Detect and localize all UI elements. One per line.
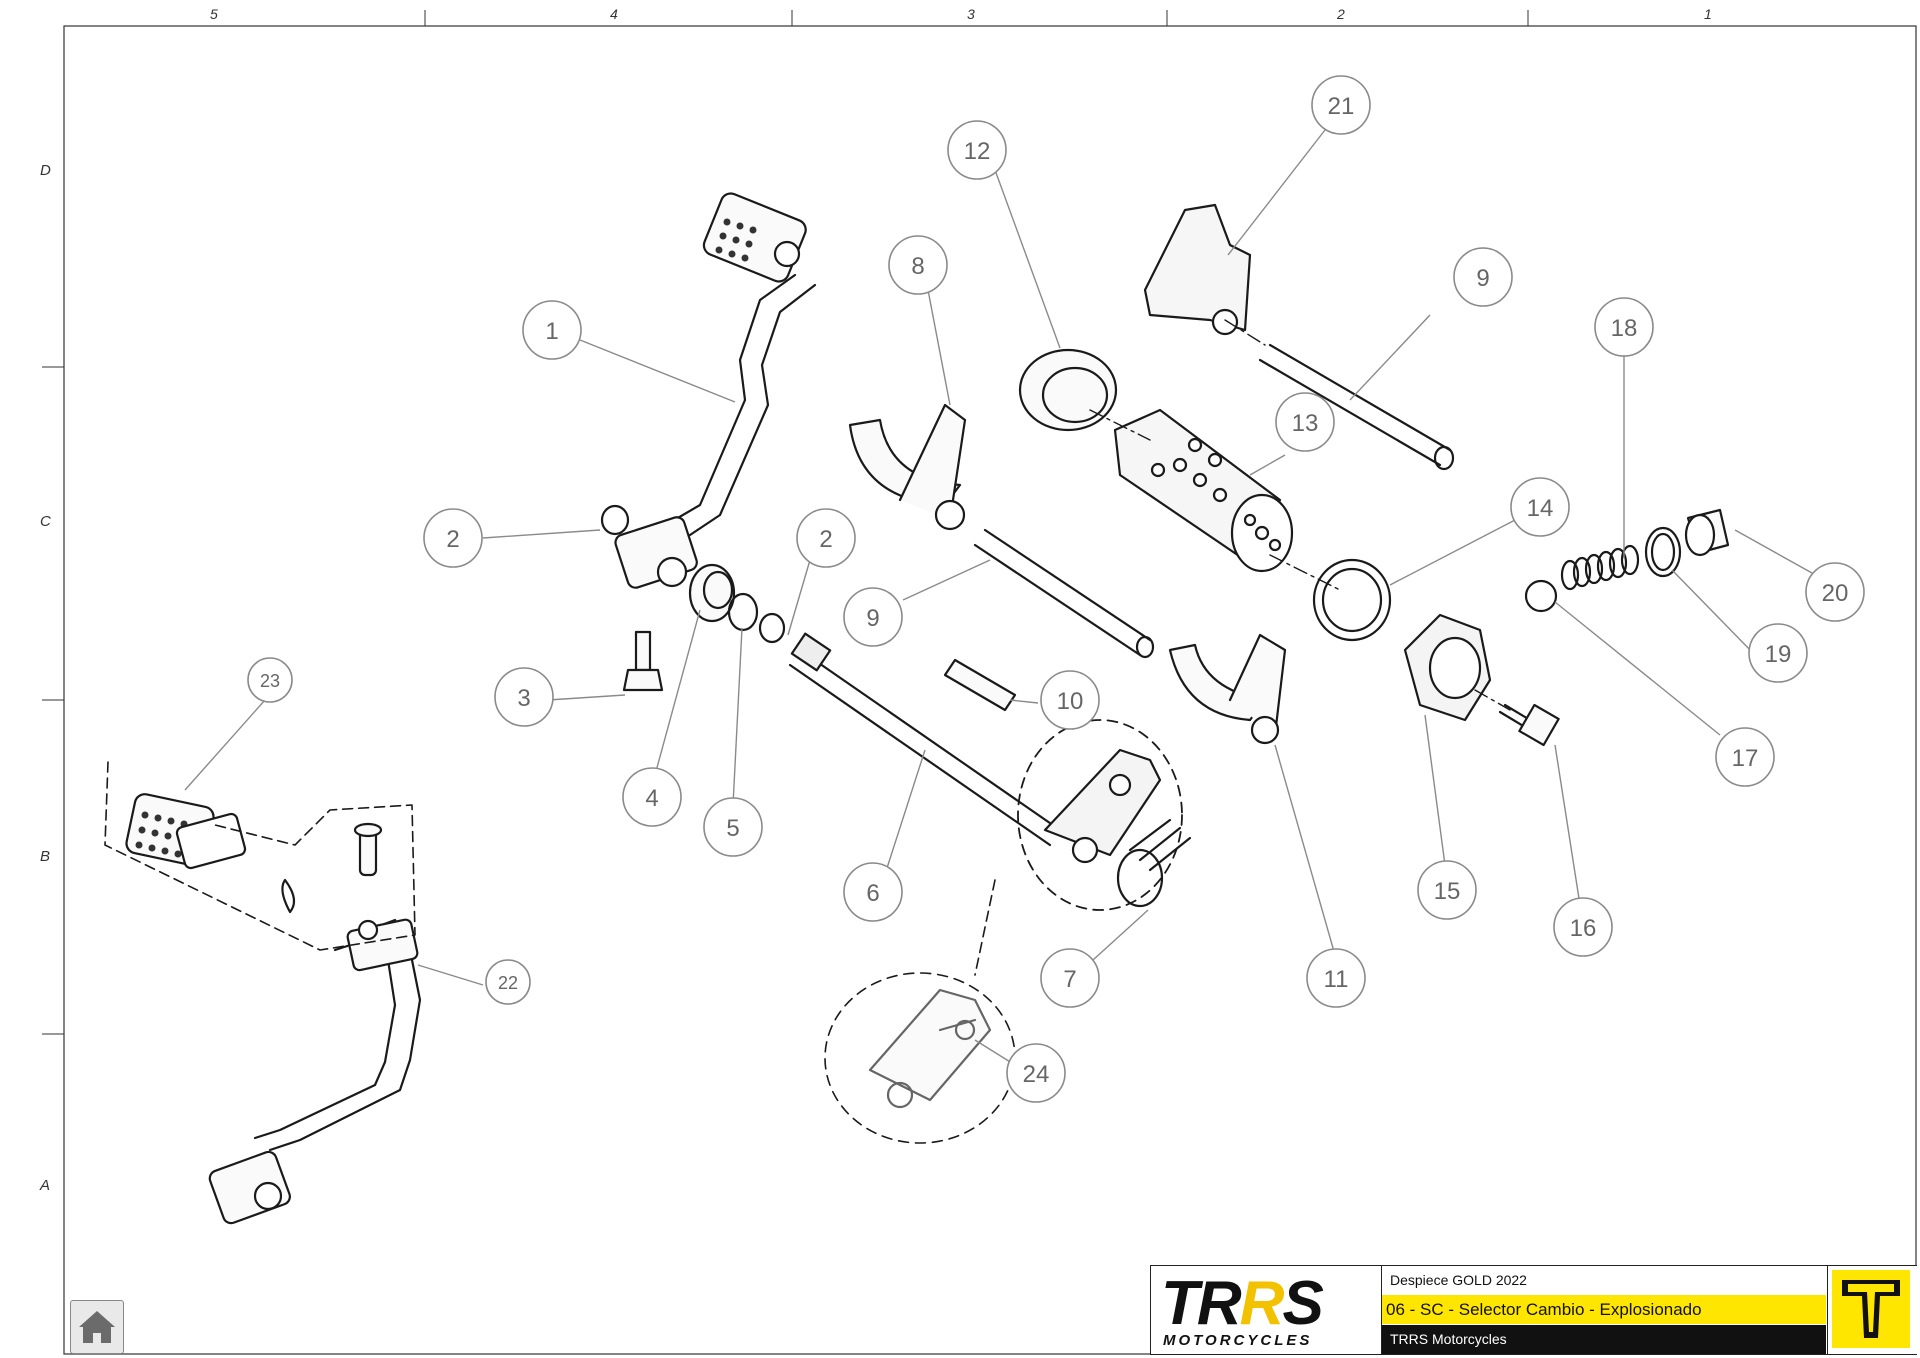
callout-11: 11 — [1306, 948, 1366, 1008]
callout-20: 20 — [1805, 562, 1865, 622]
section-title: 06 - SC - Selector Cambio - Explosionado — [1382, 1295, 1826, 1324]
title-block: TRRS MOTORCYCLES Despiece GOLD 2022 06 -… — [1150, 1265, 1917, 1355]
parts-drawing — [104, 192, 1730, 1225]
callout-6-label: 6 — [866, 880, 879, 907]
part-gear-lever-22 — [208, 918, 422, 1225]
callout-10: 10 — [1040, 670, 1100, 730]
callout-4: 4 — [622, 767, 682, 827]
grid-row-d: D — [40, 162, 51, 179]
title-info: Despiece GOLD 2022 06 - SC - Selector Ca… — [1382, 1266, 1826, 1354]
callout-13-label: 13 — [1292, 410, 1319, 437]
logo-wordmark: TRRS — [1161, 1268, 1324, 1339]
grid-row-b: B — [40, 848, 51, 865]
callout-9b-label: 9 — [1476, 265, 1489, 292]
callout-5: 5 — [703, 797, 763, 857]
home-icon — [79, 1311, 115, 1343]
callout-2a-label: 2 — [446, 526, 459, 553]
callout-19: 19 — [1748, 623, 1808, 683]
callout-14: 14 — [1510, 477, 1570, 537]
callout-16: 16 — [1553, 897, 1613, 957]
part-fork-11 — [1168, 633, 1287, 745]
callout-2a: 2 — [423, 508, 483, 568]
grid-row-c: C — [40, 513, 51, 530]
callout-1: 1 — [522, 300, 582, 360]
callout-9a-label: 9 — [866, 605, 879, 632]
callout-8: 8 — [888, 235, 948, 295]
trrs-logo: TRRS MOTORCYCLES — [1151, 1266, 1382, 1354]
callout-6: 6 — [843, 862, 903, 922]
grid-col-4: 4 — [610, 6, 618, 22]
callout-16-label: 16 — [1570, 915, 1597, 942]
trrs-t-logo-icon — [1827, 1266, 1917, 1354]
grid-col-3: 3 — [967, 6, 975, 22]
part-drum-13 — [1113, 408, 1294, 573]
callout-4-label: 4 — [645, 785, 658, 812]
logo-text-accent: R — [1239, 1269, 1285, 1338]
callout-7-label: 7 — [1063, 966, 1076, 993]
callout-11-label: 11 — [1324, 966, 1349, 993]
part-fork-21 — [1143, 203, 1252, 336]
callout-7: 7 — [1040, 948, 1100, 1008]
company-name: TRRS Motorcycles — [1382, 1325, 1826, 1354]
callout-5-label: 5 — [726, 815, 739, 842]
callout-14-label: 14 — [1527, 495, 1554, 522]
callout-22: 22 — [485, 959, 531, 1005]
callout-24: 24 — [1006, 1043, 1066, 1103]
callout-22-label: 22 — [498, 973, 518, 993]
callout-18: 18 — [1594, 297, 1654, 357]
callout-2b-label: 2 — [819, 526, 832, 553]
callout-3: 3 — [494, 667, 554, 727]
callout-9b: 9 — [1453, 247, 1513, 307]
part-pedal-23 — [104, 761, 416, 951]
callout-8-label: 8 — [911, 253, 924, 280]
callout-9a: 9 — [843, 587, 903, 647]
callout-19-label: 19 — [1765, 641, 1792, 668]
callout-13: 13 — [1275, 392, 1335, 452]
callout-17-label: 17 — [1732, 745, 1759, 772]
callout-3-label: 3 — [517, 685, 530, 712]
callout-1-label: 1 — [545, 318, 558, 345]
callout-23: 23 — [247, 657, 293, 703]
callout-24-label: 24 — [1023, 1061, 1050, 1088]
grid-row-a: A — [40, 1177, 51, 1194]
callout-2b: 2 — [796, 508, 856, 568]
callout-15: 15 — [1417, 860, 1477, 920]
grid-col-2: 2 — [1337, 6, 1345, 22]
callout-17: 17 — [1715, 727, 1775, 787]
callout-15-label: 15 — [1434, 878, 1461, 905]
part-gear-lever-1 — [614, 192, 817, 589]
callout-21-label: 21 — [1328, 93, 1355, 120]
part-detail-24 — [824, 879, 1016, 1144]
callout-21: 21 — [1311, 75, 1371, 135]
grid-col-5: 5 — [210, 6, 218, 22]
callouts: 1 2 2 3 4 5 6 7 8 9 9 10 11 12 13 14 15 … — [247, 75, 1865, 1103]
document-title: Despiece GOLD 2022 — [1390, 1272, 1527, 1288]
part-spring-18 — [1560, 544, 1640, 591]
home-button[interactable] — [70, 1300, 124, 1354]
callout-10-label: 10 — [1057, 688, 1084, 715]
part-shaft-6 — [788, 632, 1062, 847]
logo-text-right: S — [1282, 1269, 1323, 1338]
leader-lines — [184, 129, 1813, 1066]
callout-12: 12 — [947, 120, 1007, 180]
logo-text-left: TR — [1161, 1269, 1242, 1338]
grid-col-1: 1 — [1704, 6, 1712, 22]
callout-18-label: 18 — [1611, 315, 1638, 342]
callout-20-label: 20 — [1822, 580, 1849, 607]
callout-23-label: 23 — [260, 671, 280, 691]
callout-12-label: 12 — [964, 138, 991, 165]
part-bolt-3 — [622, 630, 664, 692]
part-fork-8 — [848, 403, 967, 531]
part-star-15 — [1403, 613, 1492, 722]
logo-subtitle: MOTORCYCLES — [1163, 1332, 1313, 1349]
